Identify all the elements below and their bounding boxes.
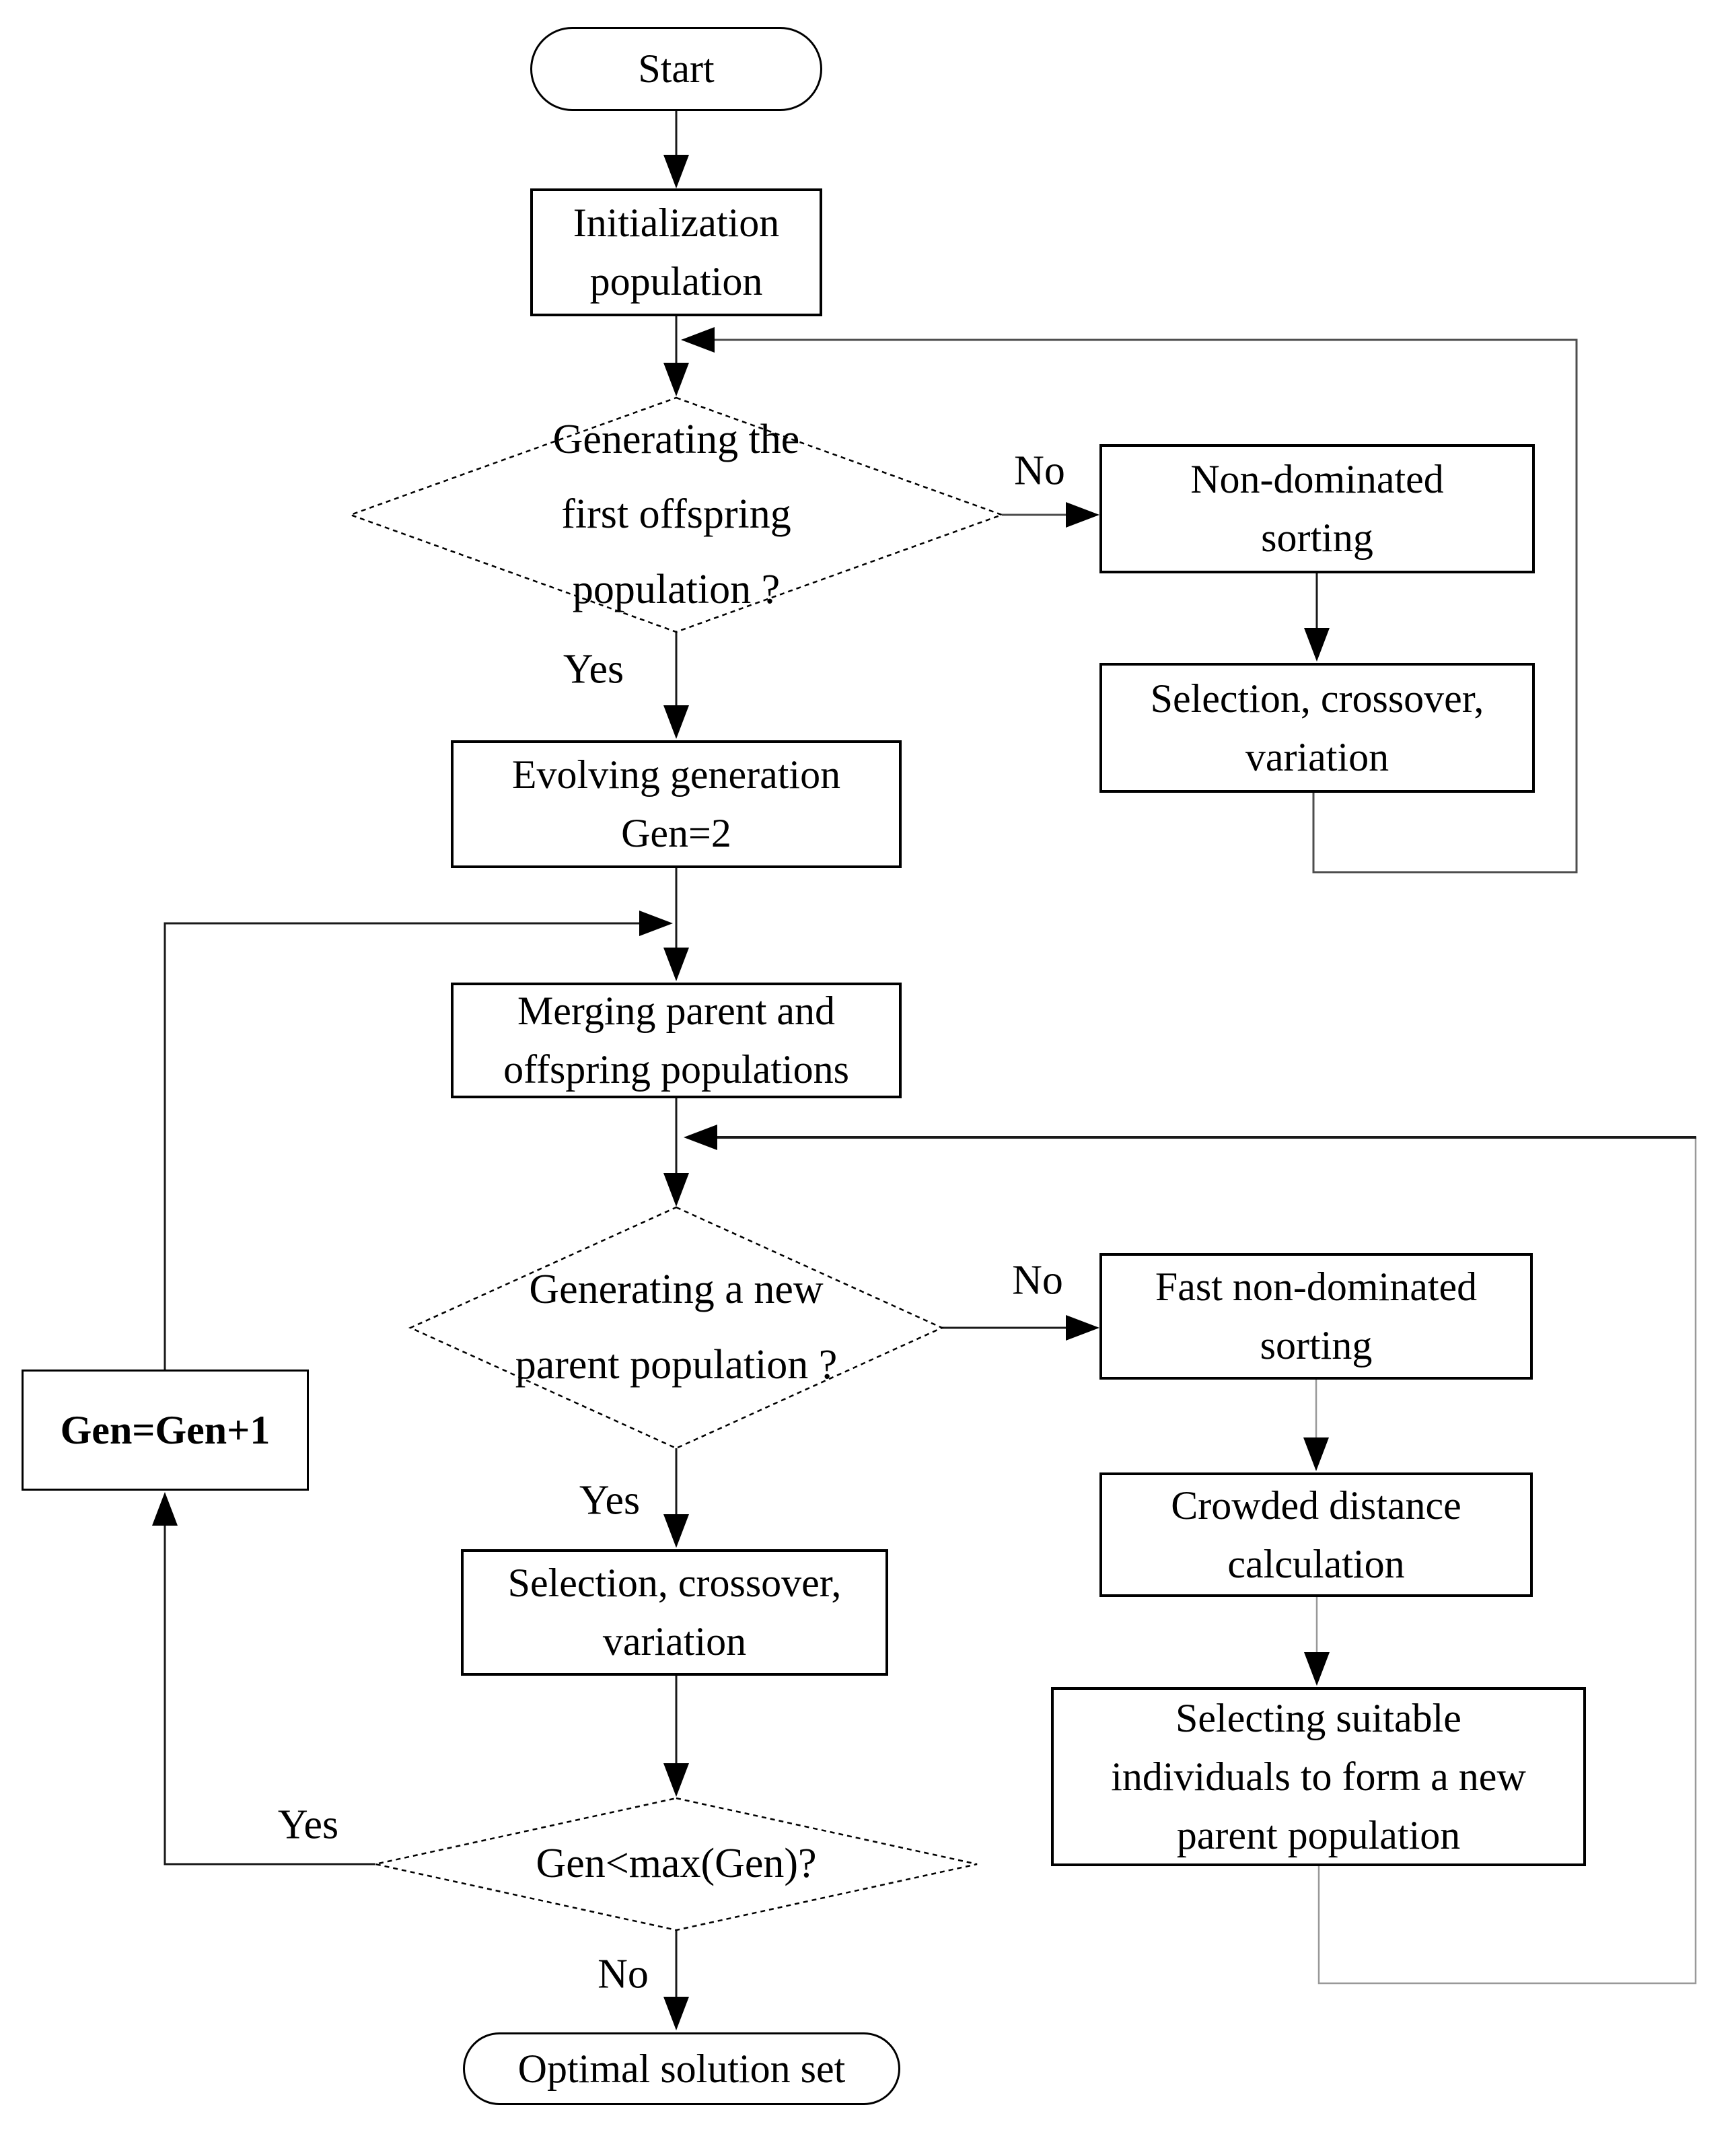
node-line: Merging parent and (517, 989, 836, 1033)
node-line: population (589, 259, 763, 304)
edge-merging-to-new-parent (663, 1098, 689, 1207)
edge-line (164, 1526, 375, 1866)
arrowhead-right-icon (639, 911, 673, 936)
arrowhead-right-icon (1066, 502, 1099, 528)
arrowhead-left-icon (681, 327, 715, 353)
non-dominated-sorting-node: Non-dominated sorting (1099, 444, 1535, 573)
selection-crossover-1-node: Selection, crossover, variation (1099, 663, 1535, 793)
start-label: Start (638, 46, 715, 91)
node-line: Evolving generation (511, 752, 841, 797)
arrowhead-down-icon (663, 948, 689, 981)
arrowhead-down-icon (663, 1514, 689, 1548)
decision-genmax-shape (375, 1797, 978, 1931)
node-line: variation (602, 1619, 747, 1664)
node-line: sorting (1261, 516, 1373, 560)
node-line: individuals to form a new (1111, 1754, 1526, 1799)
node-line: sorting (1260, 1323, 1373, 1367)
node-line: offspring populations (503, 1047, 849, 1092)
node-line: Gen=Gen+1 (60, 1407, 270, 1452)
label-new-parent-yes: Yes (579, 1477, 641, 1524)
arrowhead-down-icon (663, 1173, 689, 1207)
edge-fnds-to-crowded (1303, 1380, 1329, 1471)
edge-crowded-to-selecting (1304, 1597, 1330, 1686)
arrowhead-down-icon (1303, 1437, 1329, 1471)
gen-increment-node: Gen=Gen+1 (22, 1370, 309, 1491)
decision-first-offspring-shape (348, 396, 1005, 633)
edge-nds-to-selection1 (1304, 573, 1330, 662)
node-line: calculation (1227, 1541, 1405, 1586)
label-new-parent-no: No (1012, 1257, 1063, 1304)
edge-init-to-first-offspring (663, 316, 689, 396)
edge-first-offspring-yes (663, 632, 689, 739)
arrowhead-down-icon (663, 363, 689, 396)
edge-first-offspring-no (1002, 502, 1099, 528)
fast-non-dominated-sorting-node: Fast non-dominated sorting (1099, 1253, 1533, 1380)
label-genmax-yes: Yes (277, 1802, 339, 1848)
arrowhead-down-icon (663, 705, 689, 739)
edge-genmax-no (663, 1930, 689, 2030)
node-line: Selection, crossover, (507, 1561, 842, 1605)
node-line: Non-dominated (1190, 457, 1444, 501)
node-line: Initialization (573, 201, 780, 245)
arrowhead-down-icon (663, 155, 689, 188)
evolving-generation-node: Evolving generation Gen=2 (451, 740, 902, 868)
edge-genmax-yes-to-increment (152, 1492, 375, 1866)
arrowhead-down-icon (663, 1997, 689, 2030)
node-line: Fast non-dominated (1155, 1265, 1478, 1309)
node-line: Crowded distance (1171, 1483, 1461, 1528)
arrowhead-down-icon (663, 1763, 689, 1797)
node-line: variation (1245, 734, 1389, 779)
arrowhead-right-icon (1066, 1315, 1099, 1341)
edge-new-parent-yes (663, 1448, 689, 1548)
selection-crossover-2-node: Selection, crossover, variation (461, 1549, 888, 1676)
node-line: parent population (1176, 1812, 1461, 1857)
edge-new-parent-no (942, 1315, 1099, 1341)
arrowhead-left-icon (684, 1125, 717, 1150)
edge-start-to-init (663, 111, 689, 188)
edge-selection2-to-genmax (663, 1676, 689, 1797)
edge-line (1317, 1137, 1697, 1985)
edge-increment-to-merge-junction (164, 911, 673, 1370)
label-first-offspring-no: No (1014, 448, 1065, 494)
label-genmax-no: No (598, 1951, 649, 1997)
crowded-distance-node: Crowded distance calculation (1099, 1472, 1533, 1597)
start-node: Start (530, 27, 822, 111)
arrowhead-up-icon (152, 1492, 178, 1526)
node-line: Selection, crossover, (1150, 676, 1484, 721)
decision-new-parent-shape (408, 1206, 945, 1450)
edge-evolving-to-merging (663, 868, 689, 981)
edge-loop-first-offspring (681, 327, 1578, 874)
init-population-node: Initialization population (530, 188, 822, 316)
optimal-solution-node: Optimal solution set (463, 2032, 900, 2105)
node-line: Optimal solution set (517, 2046, 846, 2091)
arrowhead-down-icon (1304, 628, 1330, 662)
edge-line (713, 339, 1578, 874)
node-line: Selecting suitable (1176, 1695, 1461, 1740)
merging-populations-node: Merging parent and offspring populations (451, 983, 902, 1098)
selecting-suitable-node: Selecting suitable individuals to form a… (1051, 1687, 1586, 1866)
label-first-offspring-yes: Yes (563, 646, 624, 692)
edge-line (164, 922, 639, 1370)
arrowhead-down-icon (1304, 1652, 1330, 1686)
node-line: Gen=2 (621, 811, 731, 855)
edge-loop-new-parent (684, 1125, 1697, 1985)
